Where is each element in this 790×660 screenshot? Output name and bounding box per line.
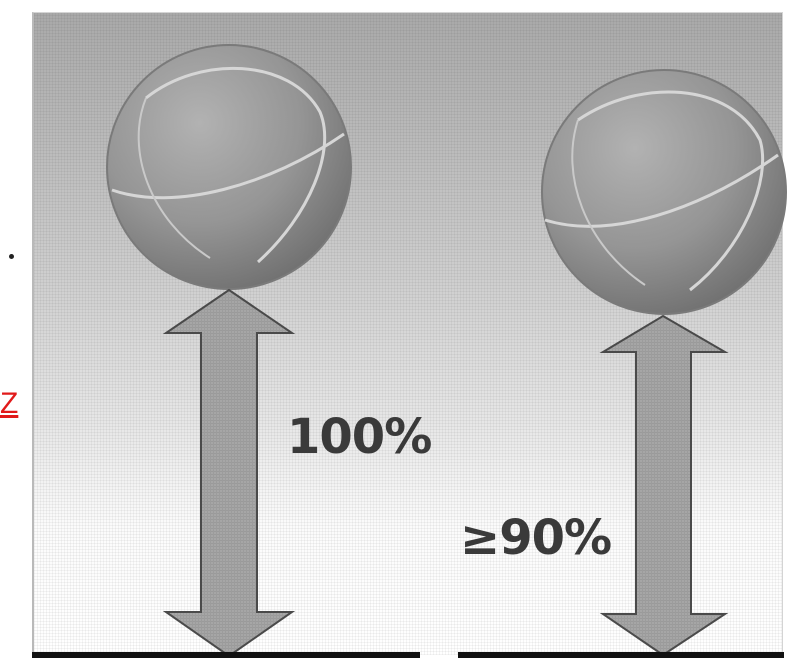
- rebound-height-arrow: [599, 314, 729, 657]
- ground-line-right: [458, 652, 784, 658]
- rebound-percent-label: ≥90%: [460, 510, 612, 566]
- margin-letter: Z: [0, 387, 19, 420]
- ground-line-left: [32, 652, 420, 658]
- margin-bullet: [9, 254, 14, 259]
- drop-height-arrow: [162, 288, 296, 658]
- drop-percent-label: 100%: [287, 409, 432, 465]
- basketball-icon-rebound: [541, 69, 787, 315]
- basketball-icon-drop: [106, 44, 352, 290]
